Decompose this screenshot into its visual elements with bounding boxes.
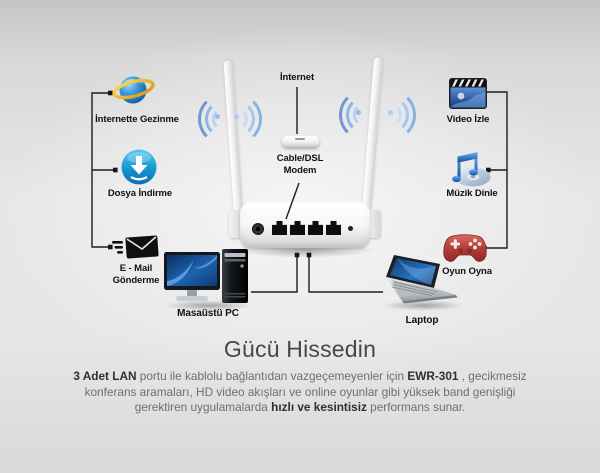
router-hinge-right (367, 210, 381, 238)
router-power-jack (252, 223, 264, 235)
internet-browser-globe-icon (112, 70, 156, 115)
pc-shadow (162, 300, 254, 311)
left-item-label-email: E - Mail Gönderme (112, 263, 160, 286)
wifi-waves-far-right-icon (383, 84, 431, 141)
modem-icon (282, 136, 319, 147)
description: 3 Adet LAN portu ile kablolu bağlantıdan… (20, 369, 580, 416)
gamepad-icon (442, 233, 488, 270)
music-cd-note-icon (446, 148, 492, 193)
device-label-desktop-pc: Masaüstü PC (177, 308, 239, 319)
router-port-2 (290, 221, 305, 235)
description-line: gerektiren uygulamalarda hızlı ve kesint… (134, 400, 466, 414)
router-port-1 (272, 221, 287, 235)
email-send-icon (112, 234, 160, 266)
description-line: 3 Adet LAN portu ile kablolu bağlantıdan… (73, 369, 527, 383)
right-item-label-video: Video İzle (446, 114, 490, 125)
router-port-3 (308, 221, 323, 235)
wifi-waves-inner-left-icon (229, 88, 277, 145)
device-label-laptop: Laptop (405, 315, 439, 326)
laptop-line (308, 255, 383, 293)
desktop-pc-icon (164, 249, 252, 312)
router-reset-hole (348, 226, 353, 231)
right-item-label-music: Müzik Dinle (446, 188, 498, 199)
left-item-label-browse: İnternette Gezinme (95, 114, 179, 125)
internet-label: İnternet (279, 72, 315, 83)
router-port-4 (326, 221, 341, 235)
router (240, 202, 370, 248)
modem-label: Cable/DSL Modem (276, 153, 324, 176)
file-download-icon (120, 148, 158, 191)
laptop-icon (378, 255, 464, 314)
description-line: konferans aramaları, HD video akışları v… (84, 384, 516, 399)
router-hinge-left (229, 210, 243, 238)
laptop-shadow (380, 300, 466, 311)
left-item-label-download: Dosya İndirme (107, 188, 173, 199)
right-item-label-game: Oyun Oyna (442, 266, 492, 277)
wifi-waves-inner-right-icon (318, 84, 366, 141)
pc-line (251, 255, 298, 293)
page-title: Gücü Hissedin (223, 336, 377, 362)
video-clapperboard-icon (448, 77, 488, 115)
